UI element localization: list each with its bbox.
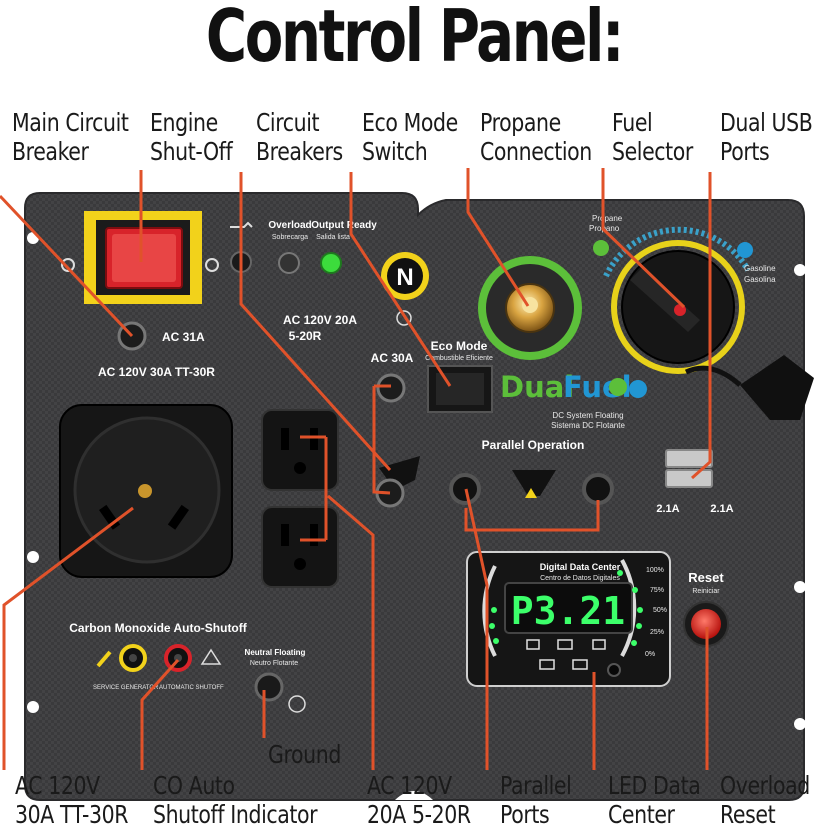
callout-leader-lines [0,168,712,770]
callout-main-circuit-breaker: Main Circuit Breaker [12,108,129,166]
gauge-50: 50% [653,607,667,614]
neutral-icon [396,310,412,326]
ddc-status-icons [526,639,606,670]
callout-propane-connection: Propane Connection [480,108,592,166]
callout-co-auto-shutoff: CO Auto Shutoff Indicator [153,771,318,829]
parallel-port-right[interactable] [582,473,614,505]
ground-icon [288,695,306,713]
display-readout: P3.21 [511,589,625,633]
output-ready-light [320,252,342,274]
co-warning-icon [200,648,222,665]
page-title: Control Panel: [205,0,625,78]
gasolina-label: Gasolina [744,275,776,284]
ddc-title: Digital Data Center [540,562,621,572]
usb-port-top[interactable] [665,449,713,468]
usb-cover-flap [740,355,814,420]
callout-circuit-breakers: Circuit Breakers [256,108,343,166]
reiniciar-label: Reiniciar [692,588,720,595]
callout-overload-reset: Overload Reset [720,771,810,829]
wrench-icon [96,650,112,668]
svg-text:N: N [396,264,413,291]
callout-led-data-center: LED Data Center [608,771,701,829]
propane-icon [593,240,609,256]
gauge-25: 25% [650,629,664,636]
automatic-shutoff-label: AUTOMATIC SHUTOFF [159,685,224,691]
salida-lista-label: Salida lista [316,234,350,241]
eco-mode-label: Eco Mode [431,339,488,353]
main-outlet-rating: AC 120V 30A TT-30R [98,365,215,379]
parallel-cap [512,470,556,496]
fuel-gauge-arc [603,226,751,278]
logo-gas-icon [629,380,647,398]
parallel-operation-label: Parallel Operation [482,438,585,452]
ac120v-20a-label: AC 120V 20A [283,313,357,327]
co-shutoff-title: Carbon Monoxide Auto-Shutoff [69,621,248,635]
callout-parallel-ports: Parallel Ports [500,771,572,829]
ac31a-label: AC 31A [162,330,205,344]
parallel-port-left[interactable] [449,473,481,505]
engine-run-icon [61,258,75,272]
engine-stop-icon [205,258,219,272]
ddc-mode-button[interactable] [607,663,621,677]
dc-flotante: Sistema DC Flotante [551,421,625,430]
output-ready-label: Output Ready [311,220,377,231]
reset-label: Reset [688,570,724,585]
eco-mode-spanish: Combustible Eficiente [425,355,493,362]
callout-fuel-selector: Fuel Selector [612,108,693,166]
callout-ground: Ground [268,740,341,769]
callout-ac120v-30a: AC 120V 30A TT-30R [15,771,129,829]
neutro-flotante-label: Neutro Flotante [250,660,298,667]
ddc-subtitle: Centro de Datos Digitales [540,575,620,582]
callout-engine-shutoff: Engine Shut-Off [150,108,233,166]
outlet-520r-bottom[interactable] [261,506,339,588]
propane-label: Propane [592,214,623,223]
usb-left-rating: 2.1A [656,503,679,515]
gasoline-label: Gasoline [744,264,776,273]
callout-dual-usb-ports: Dual USB Ports [720,108,813,166]
dc-floating: DC System Floating [552,411,623,420]
logo-propane-icon [609,378,627,396]
neutral-floating-label: Neutral Floating [245,648,306,657]
ground-terminal[interactable] [254,672,284,702]
callout-eco-mode-switch: Eco Mode Switch [362,108,458,166]
usb-right-rating: 2.1A [710,503,733,515]
fuel-selector-ring [611,240,745,374]
callout-ac120v-20a: AC 120V 20A 5-20R [367,771,471,829]
mounting-holes [27,232,806,800]
gauge-0: 0% [645,651,655,658]
usb-port-bottom[interactable] [665,469,713,488]
warning-icon [525,488,537,498]
r520-label: 5-20R [289,329,322,343]
gasoline-icon [737,242,753,258]
overload-label: Overload [268,220,311,231]
sobrecarga-label: Sobrecarga [272,234,308,241]
dual-fuel-logo-dual: Dual [500,370,574,404]
overload-light [278,252,300,274]
gauge-100: 100% [646,567,664,574]
outlet-520r-top[interactable] [261,409,339,491]
gauge-75: 75% [650,587,664,594]
gauge-leds [489,570,643,646]
ac30a-label: AC 30A [371,351,414,365]
ac30a-breaker-button[interactable] [376,373,406,403]
service-generator-label: SERVICE GENERATOR [93,685,159,691]
